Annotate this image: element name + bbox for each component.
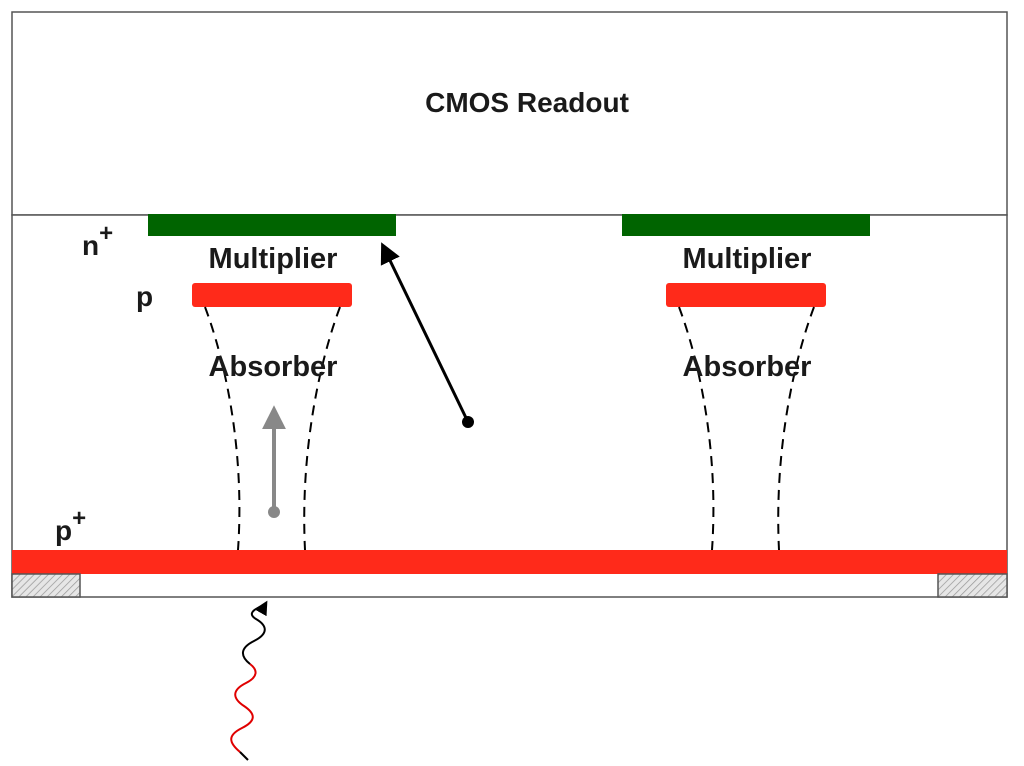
n-plus-contact-left [148,214,396,236]
n-plus-sup: + [99,220,113,247]
n-plus-contact-right [622,214,870,236]
depletion-boundary-right-a [678,306,715,551]
p-plus-label: p+ [55,505,86,546]
multiplier-label-right: Multiplier [683,243,812,275]
depletion-boundary-left-b [303,306,341,551]
dot-arrow-icon [262,405,286,518]
photon-wave-black [242,604,266,665]
crosstalk-path-arrow [380,242,474,428]
p-plus-base: p [55,515,72,546]
depletion-boundary-left-a [204,306,241,551]
p-layer-left [192,283,352,307]
n-plus-base: n [82,230,99,261]
multiplier-label-left: Multiplier [209,243,338,275]
p-plus-layer [12,550,1007,574]
hatched-pad-icon [11,573,81,598]
p-label: p [136,281,153,312]
absorber-label-right: Absorber [683,351,812,383]
absorber-label-left: Absorber [209,351,338,383]
depletion-boundary-right-b [777,306,815,551]
readout-box [11,11,1008,216]
hatched-pad-icon [937,573,1008,598]
p-layer-right [666,283,826,307]
absorber-region [11,214,1008,598]
p-plus-sup: + [72,505,86,532]
readout-label: CMOS Readout [425,87,629,118]
wavy-arrow-icon [230,600,268,761]
photon-wave-red [230,663,257,753]
n-plus-label: n+ [82,220,113,261]
